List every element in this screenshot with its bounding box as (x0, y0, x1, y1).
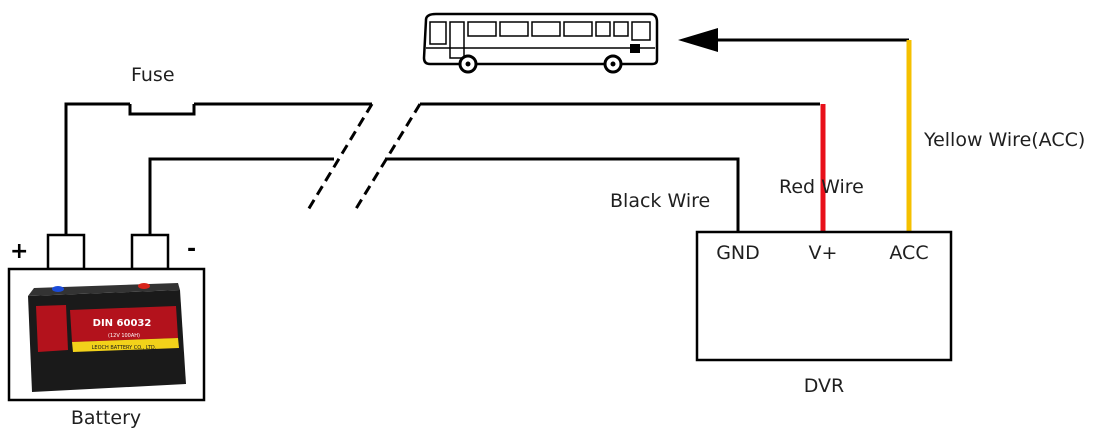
positive-sign: + (10, 239, 28, 264)
acc-terminal-label: ACC (889, 242, 928, 264)
dvr-label: DVR (804, 375, 845, 397)
bus-icon (422, 12, 659, 74)
battery-model-text: DIN 60032 (93, 318, 152, 329)
battery-photo: DIN 60032 (12V 100AH) LEOCH BATTERY CO.,… (28, 283, 186, 392)
positive-wire (64, 102, 820, 235)
wire-break-marks (306, 103, 422, 213)
acc-arrow (678, 28, 909, 52)
battery-label: Battery (71, 407, 141, 429)
dvr-box (695, 230, 953, 362)
positive-terminal (46, 233, 86, 271)
battery-maker-text: LEOCH BATTERY CO., LTD. (92, 345, 157, 351)
black-wire-label: Black Wire (610, 190, 710, 212)
yellow-wire-label: Yellow Wire(ACC) (923, 129, 1085, 151)
red-wire-label: Red Wire (779, 176, 864, 198)
negative-sign: - (187, 237, 196, 262)
battery-spec-text: (12V 100AH) (108, 333, 140, 339)
negative-terminal (130, 233, 170, 271)
battery: DIN 60032 (12V 100AH) LEOCH BATTERY CO.,… (7, 233, 206, 402)
vplus-terminal-label: V+ (809, 242, 838, 264)
gnd-terminal-label: GND (716, 242, 760, 264)
fuse-label: Fuse (131, 64, 175, 86)
negative-wire (148, 157, 740, 235)
fuse-symbol (128, 104, 196, 116)
